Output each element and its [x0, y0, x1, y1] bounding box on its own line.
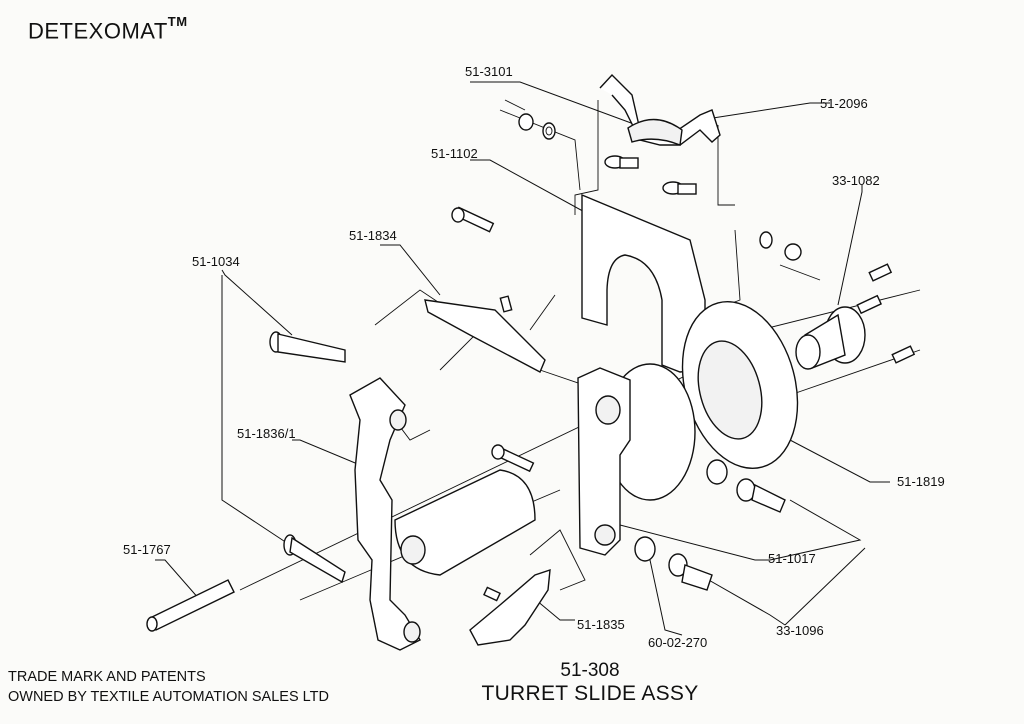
label-33-1082: 33-1082	[832, 173, 880, 188]
drawing-title: TURRET SLIDE ASSY	[481, 682, 699, 705]
part-labels: 51-3101 51-2096 51-1102 33-1082 51-1834 …	[123, 64, 945, 650]
label-33-1096: 33-1096	[776, 623, 824, 638]
small-bracket-part	[469, 568, 551, 646]
drawing-part-number: 51-308	[560, 660, 620, 681]
label-51-1834: 51-1834	[349, 228, 397, 243]
brand-title: DETEXOMATTM	[28, 14, 188, 44]
label-51-2096: 51-2096	[820, 96, 868, 111]
label-51-1835: 51-1835	[577, 617, 625, 632]
label-60-02-270: 60-02-270	[648, 635, 707, 650]
locating-pin-part	[424, 295, 546, 373]
trademark-mark: TM	[167, 14, 188, 29]
brand-name: DETEXOMAT	[28, 18, 168, 44]
flanged-bushing-part	[795, 306, 866, 370]
label-51-3101: 51-3101	[465, 64, 513, 79]
turret-body-part	[577, 363, 696, 556]
lever-arm-part	[349, 377, 421, 651]
label-51-1017: 51-1017	[768, 551, 816, 566]
nut-washer-top	[518, 113, 556, 140]
shaft-part	[269, 331, 346, 363]
screws-right	[856, 263, 916, 364]
small-fittings	[634, 459, 786, 591]
bolts-center	[451, 206, 535, 473]
scale-ring-part	[681, 300, 799, 470]
cylinder-part	[394, 469, 536, 576]
trademark-line-2: OWNED BY TEXTILE AUTOMATION SALES LTD	[8, 689, 329, 705]
label-51-1102: 51-1102	[431, 146, 478, 161]
label-51-1034: 51-1034	[192, 254, 240, 269]
clamp-bracket-part	[599, 73, 721, 195]
long-pin-part	[146, 579, 235, 632]
nut-washer-right	[759, 231, 802, 261]
label-51-1836-1: 51-1836/1	[237, 426, 296, 441]
pin-washer	[283, 534, 346, 584]
trademark-notice: TRADE MARK AND PATENTS OWNED BY TEXTILE …	[8, 667, 329, 707]
label-51-1767: 51-1767	[123, 542, 171, 557]
label-51-1819: 51-1819	[897, 474, 945, 489]
trademark-line-1: TRADE MARK AND PATENTS	[8, 669, 206, 685]
drawing-title-block: 51-308 TURRET SLIDE ASSY	[440, 660, 740, 706]
